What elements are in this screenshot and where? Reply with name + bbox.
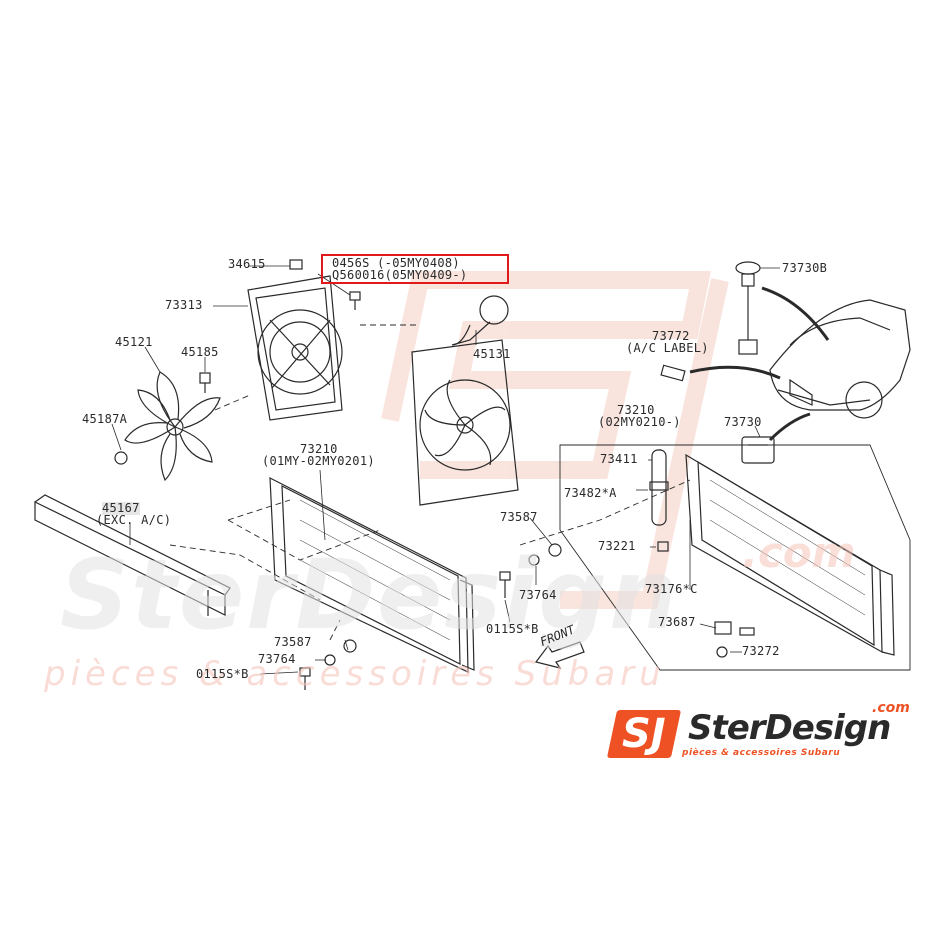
nut-45187A <box>114 451 128 465</box>
logo-tagline: pièces & accessoires Subaru <box>682 748 841 758</box>
watermark-dotcom: .com <box>742 528 856 577</box>
label-45185: 45185 <box>181 345 219 359</box>
label-45121: 45121 <box>115 335 153 349</box>
label-73210-b: 73210 <box>617 403 655 417</box>
logo-dotcom: .com <box>872 700 910 716</box>
highlight-line-2: Q560016(05MY0409-) <box>332 268 468 282</box>
leader-lines-thick <box>689 286 830 442</box>
bolt-45185 <box>199 372 211 393</box>
receiver-drier <box>649 449 669 526</box>
label-73764-a: 73764 <box>258 652 296 666</box>
label-73313: 73313 <box>165 298 203 312</box>
ac-label-73772 <box>660 364 686 382</box>
label-73587-b: 73587 <box>500 510 538 524</box>
sterdesign-logo: SJ SterDesign .com pièces & accessoires … <box>606 700 922 766</box>
label-73730: 73730 <box>724 415 762 429</box>
car-front-view <box>769 299 911 419</box>
label-73411: 73411 <box>600 452 638 466</box>
bolt-0456S <box>349 291 361 310</box>
label-73687: 73687 <box>658 615 696 629</box>
watermark-tagline: pièces & accessoires Subaru <box>44 654 666 694</box>
sensor-73730B <box>735 261 761 355</box>
label-73772: 73772 <box>652 329 690 343</box>
connector-73730 <box>741 436 775 464</box>
fan-shroud-right <box>411 339 519 506</box>
label-73176c: 73176*C <box>645 582 698 596</box>
label-0115s-a: 0115S*B <box>196 667 249 681</box>
condenser-left <box>269 476 475 673</box>
highlight-line-1: 0456S (-05MY0408) <box>332 256 460 270</box>
label-73764-b: 73764 <box>519 588 557 602</box>
label-73482a: 73482*A <box>564 486 617 500</box>
label-0115s-b: 0115S*B <box>486 622 539 636</box>
label-73221: 73221 <box>598 539 636 553</box>
label-45131: 45131 <box>473 347 511 361</box>
lower-bar-45167 <box>34 494 231 616</box>
label-73272: 73272 <box>742 644 780 658</box>
front-arrow <box>534 641 585 669</box>
label-73210-a-note: (01MY-02MY0201) <box>262 454 375 468</box>
condenser-right <box>559 444 911 671</box>
label-34615: 34615 <box>228 257 266 271</box>
label-45187a: 45187A <box>82 412 128 426</box>
fan-shroud-left <box>247 275 343 421</box>
label-73587-a: 73587 <box>274 635 312 649</box>
cooling-fan <box>124 371 221 482</box>
logo-name: SterDesign <box>688 708 891 748</box>
watermark-brand: SterDesign <box>60 539 680 651</box>
label-73210-b-note: (02MY0210-) <box>598 415 681 429</box>
highlight-box: 0456S (-05MY0408) Q560016(05MY0409-) <box>321 254 509 284</box>
parts-drawing <box>34 259 911 690</box>
small-parts <box>299 541 755 690</box>
label-73772-note: (A/C LABEL) <box>626 341 709 355</box>
watermark-sj-mark <box>381 271 729 609</box>
clip-34615 <box>289 259 303 270</box>
label-45167: 45167 <box>102 501 140 515</box>
label-45167-note: (EXC. A/C) <box>96 513 172 527</box>
label-73730b: 73730B <box>782 261 828 275</box>
label-73210-a: 73210 <box>300 442 338 456</box>
leader-lines <box>111 265 780 675</box>
fan-motor <box>451 295 509 346</box>
logo-mark: SJ <box>606 710 682 758</box>
